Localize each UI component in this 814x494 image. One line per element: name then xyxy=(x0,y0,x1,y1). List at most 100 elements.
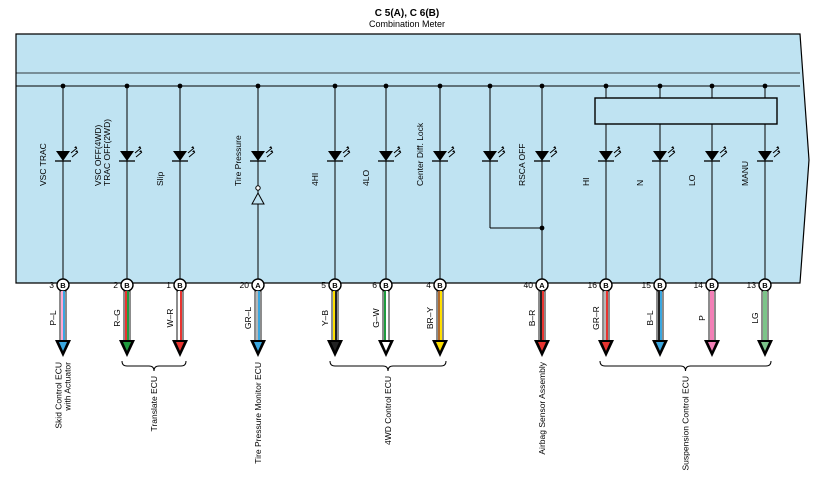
connector-pin: B3 xyxy=(49,278,70,292)
lamp-diode-icon xyxy=(433,151,447,161)
indicator-lamp-icon xyxy=(534,146,558,162)
wire-color-code: G–W xyxy=(371,308,381,327)
lamp-label: VSC TRAC xyxy=(38,143,48,186)
pin-number: 15 xyxy=(642,280,652,290)
lamp-label: 4HI xyxy=(310,173,320,186)
ray-arrow-icon xyxy=(451,146,454,148)
wire-color-code: R–G xyxy=(112,309,122,326)
wire: LG xyxy=(750,290,773,357)
wire-stripe-color xyxy=(63,291,65,347)
connector-pin: B4 xyxy=(426,278,447,292)
light-ray xyxy=(550,151,558,158)
light-ray xyxy=(447,147,455,154)
lamp-label: 4LO xyxy=(361,170,371,186)
wire-color-code: B–R xyxy=(527,310,537,327)
light-ray xyxy=(668,151,676,158)
lamp-label: Center Diff. Lock xyxy=(415,122,425,186)
wire-color-code: Y–B xyxy=(320,310,330,326)
lamp-diode-icon xyxy=(599,151,613,161)
indicator-lamp-icon xyxy=(757,146,781,162)
wire-stripe-color xyxy=(127,291,129,347)
light-ray xyxy=(188,151,196,158)
light-ray xyxy=(549,147,557,154)
light-ray xyxy=(187,147,195,154)
wire-base-color xyxy=(384,291,386,347)
connector-pin: B2 xyxy=(113,278,134,292)
wire-base-color xyxy=(125,291,127,347)
ray-arrow-icon xyxy=(672,150,675,152)
wire-base-color xyxy=(256,291,258,347)
light-ray xyxy=(773,151,781,158)
destination-label: Suspension Control ECU xyxy=(681,376,691,471)
wire: G–W xyxy=(371,290,394,357)
wire-arrow-fill xyxy=(382,342,390,351)
connector-letter: A xyxy=(539,281,545,290)
lamp-label: N xyxy=(635,180,645,186)
lamp-diode-icon xyxy=(173,151,187,161)
ray-arrow-icon xyxy=(192,150,195,152)
destination-label: Airbag Sensor Assembly xyxy=(537,361,547,454)
wire-base-color xyxy=(540,291,542,347)
destination-label: with Actuator xyxy=(63,362,73,412)
bus-junction-dot xyxy=(177,83,183,89)
wire: W–R xyxy=(165,290,188,357)
light-ray xyxy=(667,147,675,154)
light-ray xyxy=(614,151,622,158)
wire-arrow-fill xyxy=(708,342,716,351)
indicator-lamp-icon xyxy=(250,146,274,162)
wire-stripe-color xyxy=(606,291,608,347)
lamp-label: RSCA OFF xyxy=(517,143,527,186)
connector-pin: B13 xyxy=(747,278,772,292)
lamp-diode-icon xyxy=(705,151,719,161)
destination-label: Tire Pressure Monitor ECU xyxy=(253,362,263,464)
light-ray xyxy=(448,151,456,158)
wire-stripe-color xyxy=(440,291,442,347)
lamp-label: MANU xyxy=(740,161,750,186)
lamp-diode-icon xyxy=(379,151,393,161)
wire: P xyxy=(697,290,720,357)
wire-base-color xyxy=(178,291,180,347)
ray-arrow-icon xyxy=(347,150,350,152)
light-ray xyxy=(719,147,727,154)
light-ray xyxy=(772,147,780,154)
connector-letter: B xyxy=(603,281,609,290)
connector-letter: B xyxy=(332,281,338,290)
indicator-lamp-icon xyxy=(598,146,622,162)
ray-arrow-icon xyxy=(74,146,77,148)
bus-junction-dot xyxy=(124,83,130,89)
wire: GR–L xyxy=(243,290,266,357)
wire-base-color xyxy=(604,291,606,347)
wire-arrow-fill xyxy=(331,342,339,351)
ray-arrow-icon xyxy=(346,146,349,148)
connector-pin: B1 xyxy=(166,278,187,292)
light-ray xyxy=(393,147,401,154)
connector-letter: B xyxy=(657,281,663,290)
connector-pin: B5 xyxy=(321,278,342,292)
light-ray xyxy=(498,151,506,158)
bus-junction-dot xyxy=(657,83,663,89)
ray-arrow-icon xyxy=(777,150,780,152)
diagram-title: C 5(A), C 6(B) xyxy=(375,8,439,19)
pin-number: 20 xyxy=(240,280,250,290)
indicator-lamp-icon xyxy=(432,146,456,162)
diode-triangle-icon xyxy=(251,191,265,205)
suspension-indicator-box xyxy=(594,97,778,125)
connector-letter: B xyxy=(709,281,715,290)
wire-base-color xyxy=(438,291,440,347)
ray-arrow-icon xyxy=(452,150,455,152)
wire-junction-dot xyxy=(539,225,545,231)
wire-color-code: GR–L xyxy=(243,307,253,329)
wire-arrow-fill xyxy=(254,342,262,351)
wire-color-code: GR–R xyxy=(591,306,601,330)
indicator-lamp-icon xyxy=(172,146,196,162)
node-circle xyxy=(255,185,261,191)
wire-arrow-fill xyxy=(761,342,769,351)
indicator-lamp-icon xyxy=(55,146,79,162)
bus-junction-dot xyxy=(762,83,768,89)
indicator-lamp-icon xyxy=(378,146,402,162)
wire: BR–Y xyxy=(425,290,448,357)
wire: Y–B xyxy=(320,290,343,357)
ray-arrow-icon xyxy=(671,146,674,148)
wire-color-code: BR–Y xyxy=(425,307,435,330)
lamp-label: HI xyxy=(581,178,591,187)
